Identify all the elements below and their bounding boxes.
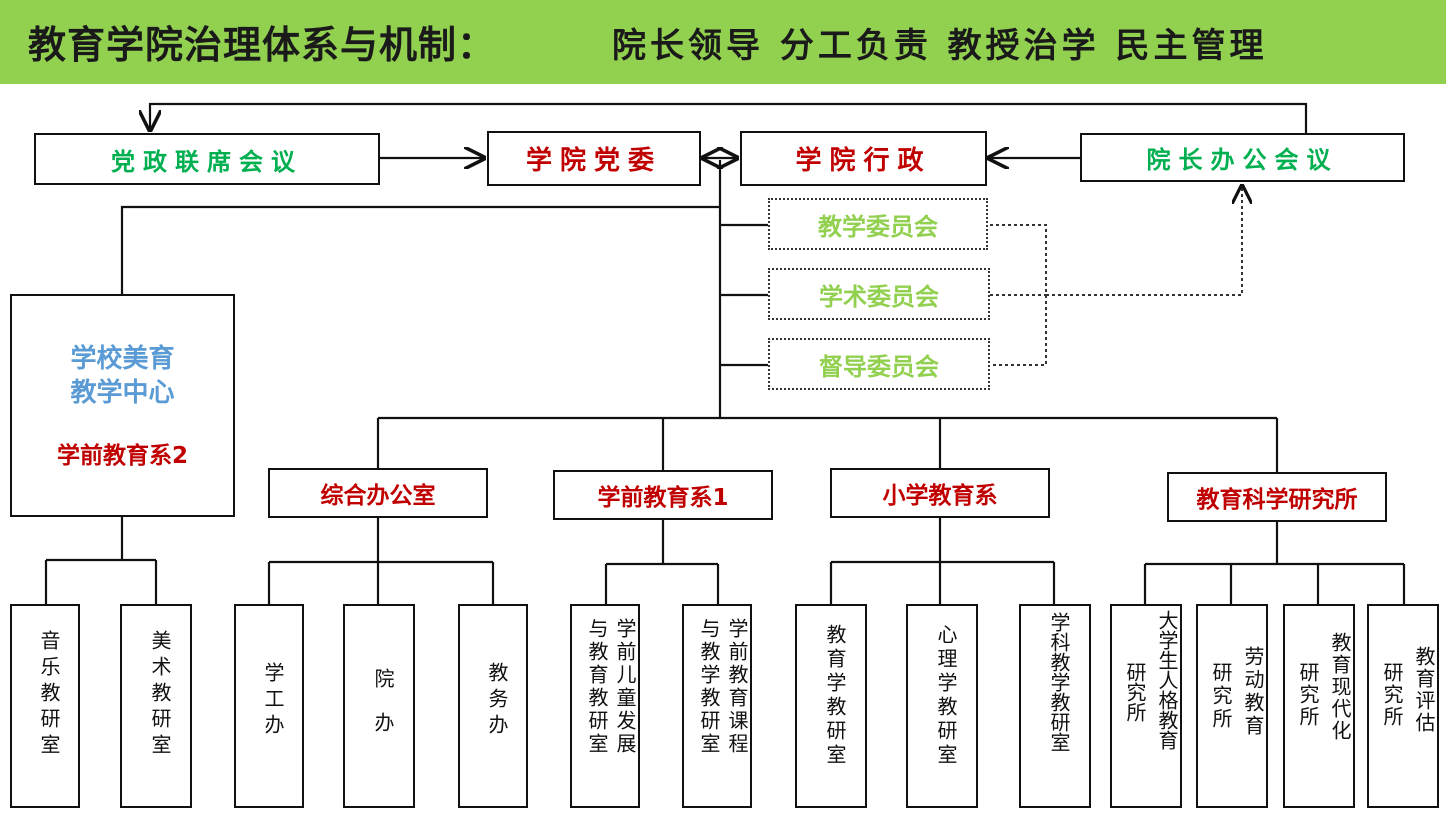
academic-committee-box: 学术委员会 xyxy=(768,268,990,320)
unit-label-line1: 劳动教育 xyxy=(1241,646,1265,738)
unit-label: 美术教研室 xyxy=(148,630,172,760)
unit-label-line1: 大学生人格教育 xyxy=(1155,610,1179,750)
committee-label: 学术委员会 xyxy=(819,282,939,311)
unit-label-line2: 研究所 xyxy=(1296,662,1320,728)
unit-label: 心理学教研室 xyxy=(934,624,958,768)
modernization-institute-box: 教育现代化 研究所 xyxy=(1283,604,1355,808)
supervision-committee-box: 督导委员会 xyxy=(768,338,990,390)
joint-meeting-box: 党政联席会议 xyxy=(34,133,380,185)
page-title: 教育学院治理体系与机制： xyxy=(28,23,497,67)
party-committee-box: 学院党委 xyxy=(487,131,701,186)
teaching-committee-box: 教学委员会 xyxy=(768,198,988,250)
unit-label: 学工办 xyxy=(261,662,285,740)
unit-label: 教务办 xyxy=(485,662,509,740)
page-subtitle: 院长领导 分工负责 教授治学 民主管理 xyxy=(612,26,1268,66)
evaluation-institute-box: 教育评估 研究所 xyxy=(1367,604,1439,808)
unit-label-line2: 研究所 xyxy=(1209,662,1233,731)
art-lab-box: 美术教研室 xyxy=(120,604,192,808)
academic-affairs-box: 教务办 xyxy=(458,604,528,808)
center-line2: 教学中心 xyxy=(70,377,175,408)
unit-label-line1: 教育评估 xyxy=(1412,646,1436,734)
curriculum-lab-box: 学前教育课程 与教学教研室 xyxy=(682,604,752,808)
unit-label-line1: 学前儿童发展 xyxy=(613,618,637,756)
joint-meeting-label: 党政联席会议 xyxy=(111,147,303,176)
subject-teaching-lab-box: 学科教学教研室 xyxy=(1019,604,1091,808)
administration-box: 学院行政 xyxy=(740,131,987,186)
dean-meeting-label: 院长办公会议 xyxy=(1146,146,1339,174)
dean-meeting-box: 院长办公会议 xyxy=(1080,133,1405,182)
committee-label: 教学委员会 xyxy=(818,212,938,241)
department-label: 综合办公室 xyxy=(320,483,436,509)
music-lab-box: 音乐教研室 xyxy=(10,604,80,808)
unit-label: 教育学教研室 xyxy=(823,624,847,768)
labor-education-institute-box: 劳动教育 研究所 xyxy=(1196,604,1268,808)
department-label: 教育科学研究所 xyxy=(1196,487,1358,513)
unit-label-line1: 学前教育课程 xyxy=(725,618,749,756)
unit-label: 音乐教研室 xyxy=(37,630,61,760)
unit-label-line2: 与教学教研室 xyxy=(697,618,721,756)
center-dept: 学前教育系2 xyxy=(56,442,188,469)
title-banner: 教育学院治理体系与机制： 院长领导 分工负责 教授治学 民主管理 xyxy=(0,0,1446,84)
student-affairs-box: 学工办 xyxy=(234,604,304,808)
unit-label-line2: 研究所 xyxy=(1123,662,1147,722)
primary-dept-box: 小学教育系 xyxy=(830,468,1050,518)
psychology-lab-box: 心理学教研室 xyxy=(906,604,978,808)
unit-label-line1: 教育现代化 xyxy=(1328,632,1352,742)
pedagogy-lab-box: 教育学教研室 xyxy=(795,604,867,808)
preschool-dept1-box: 学前教育系1 xyxy=(553,470,773,520)
administration-label: 学院行政 xyxy=(795,146,932,176)
department-label: 小学教育系 xyxy=(882,483,998,509)
dean-office-box: 院办 xyxy=(343,604,415,808)
child-development-lab-box: 学前儿童发展 与教育教研室 xyxy=(570,604,640,808)
unit-label: 院办 xyxy=(371,668,395,756)
general-office-box: 综合办公室 xyxy=(268,468,488,518)
center-line1: 学校美育 xyxy=(70,343,175,374)
party-committee-label: 学院党委 xyxy=(525,146,662,176)
aesthetic-center-box: 学校美育 教学中心 学前教育系2 xyxy=(10,294,235,517)
committee-label: 督导委员会 xyxy=(819,352,939,381)
unit-label: 学科教学教研室 xyxy=(1047,612,1071,752)
unit-label-line2: 与教育教研室 xyxy=(585,618,609,756)
personality-education-institute-box: 大学生人格教育 研究所 xyxy=(1110,604,1182,808)
department-label: 学前教育系1 xyxy=(597,485,729,511)
institute-box: 教育科学研究所 xyxy=(1167,472,1387,522)
unit-label-line2: 研究所 xyxy=(1380,662,1404,728)
